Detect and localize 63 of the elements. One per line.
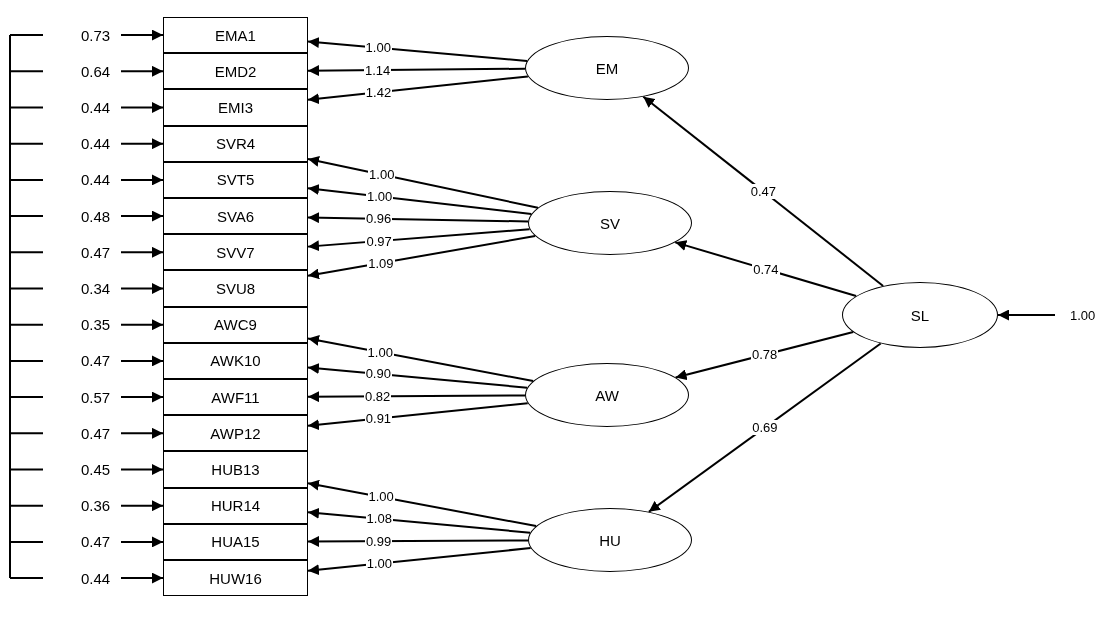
arrow [120, 65, 164, 77]
observed-variable-box: EMI3 [163, 89, 308, 126]
arrow [120, 210, 164, 222]
edge-label: 0.44 [80, 100, 112, 115]
arrow [307, 65, 526, 77]
observed-variable-box: SVR4 [163, 125, 308, 162]
edge-label: 0.44 [80, 136, 112, 152]
observed-variable-box: AWC9 [163, 306, 308, 343]
observed-variable-box: AWK10 [163, 342, 308, 379]
observed-variable-box: SVA6 [163, 198, 308, 235]
edge-label: 0.34 [80, 281, 112, 296]
arrow [120, 391, 164, 403]
arrow [307, 184, 533, 215]
arrow [307, 391, 526, 403]
edge-label: 0.47 [80, 353, 112, 369]
arrow [120, 536, 164, 548]
latent-variable-ellipse: HU [528, 508, 692, 572]
edge-label: 0.45 [80, 462, 112, 477]
arrow [307, 155, 539, 209]
arrow [120, 138, 164, 150]
arrow [307, 536, 529, 547]
edge-label: 0.36 [80, 498, 112, 514]
arrow [642, 95, 885, 287]
arrow [120, 572, 164, 584]
observed-variable-box: AWP12 [163, 415, 308, 452]
arrow [307, 235, 537, 280]
arrow [307, 479, 538, 528]
arrow [307, 228, 531, 252]
arrow [120, 464, 164, 475]
observed-variable-box: SVT5 [163, 161, 308, 198]
arrow [120, 427, 164, 439]
arrow [120, 174, 164, 186]
observed-variable-box: SVU8 [163, 270, 308, 307]
arrow [120, 246, 164, 258]
edge-label: 0.78 [750, 347, 779, 363]
latent-variable-ellipse: SL [842, 282, 998, 348]
arrow [120, 355, 164, 367]
observed-variable-box: EMA1 [163, 17, 308, 54]
arrow [120, 319, 164, 331]
observed-variable-box: HUB13 [163, 451, 308, 488]
observed-variable-box: HUR14 [163, 487, 308, 524]
arrow [120, 102, 164, 113]
observed-variable-box: SVV7 [163, 234, 308, 271]
latent-variable-ellipse: EM [525, 36, 689, 100]
observed-variable-box: HUW16 [163, 560, 308, 597]
arrow [997, 309, 1056, 321]
observed-variable-box: AWF11 [163, 379, 308, 416]
arrow [120, 283, 164, 294]
arrow [647, 342, 882, 513]
observed-variable-box: HUA15 [163, 523, 308, 560]
edge-label: 0.74 [752, 261, 780, 277]
arrow [307, 335, 535, 383]
edge-label: 0.69 [751, 420, 779, 436]
arrow [120, 500, 164, 512]
edge-label: 0.44 [80, 172, 112, 188]
arrow [307, 212, 530, 224]
edge-label: 0.47 [749, 183, 778, 199]
arrow [120, 29, 164, 41]
latent-variable-ellipse: SV [528, 191, 692, 255]
edge-label: 0.47 [80, 534, 112, 550]
latent-variable-ellipse: AW [525, 363, 689, 427]
edge-label: 0.35 [80, 317, 112, 333]
observed-variable-box: EMD2 [163, 53, 308, 90]
